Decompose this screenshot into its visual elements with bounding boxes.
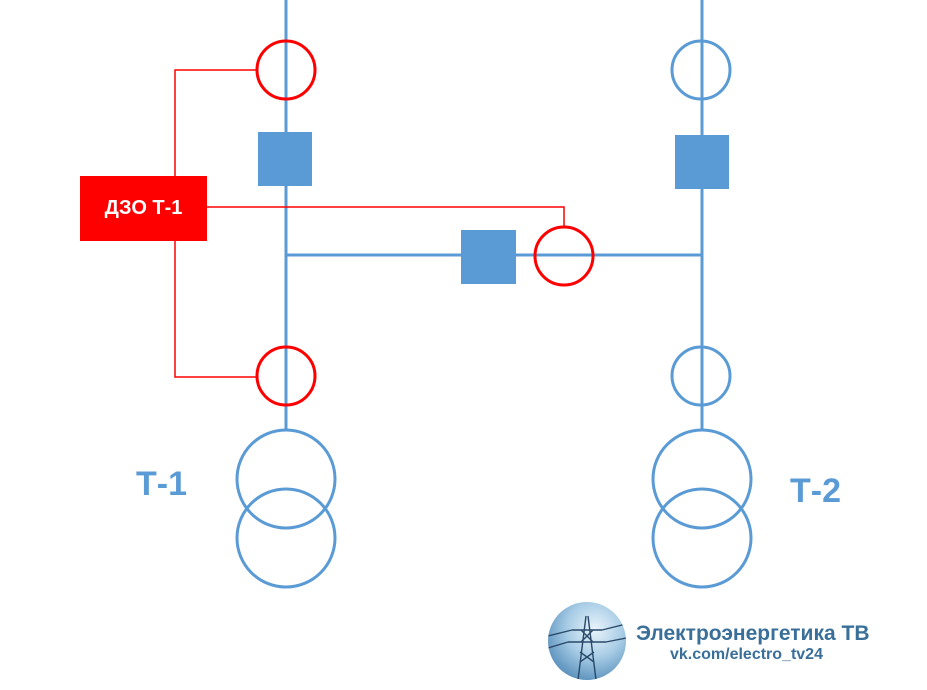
watermark-title: Электроэнергетика ТВ bbox=[636, 622, 870, 645]
current-transformer-t1-lower bbox=[255, 345, 317, 407]
transformer-label-t2: Т-2 bbox=[790, 472, 841, 510]
watermark-url[interactable]: vk.com/electro_tv24 bbox=[670, 646, 823, 663]
relay-label: ДЗО Т-1 bbox=[104, 197, 183, 219]
breaker-bus-tie bbox=[461, 230, 516, 284]
current-transformer-t1-upper bbox=[255, 39, 317, 101]
current-transformer-t2-lower bbox=[670, 345, 732, 407]
relay-wire-upper bbox=[174, 69, 256, 178]
breaker-t2 bbox=[675, 135, 729, 189]
transformer-t1-winding-1 bbox=[235, 428, 337, 530]
current-transformer-bus-tie bbox=[533, 225, 595, 287]
transformer-t2-winding-1 bbox=[651, 428, 753, 530]
breaker-t1 bbox=[258, 132, 312, 186]
current-transformer-t2-upper bbox=[670, 39, 732, 101]
transformer-label-t1: Т-1 bbox=[136, 465, 187, 503]
relay-wire-bus-tie bbox=[207, 206, 565, 226]
transformer-t2-winding-2 bbox=[651, 487, 753, 589]
relay-wire-lower bbox=[174, 240, 256, 378]
power-tower-logo-icon bbox=[548, 602, 626, 680]
relay-dzo-t1: ДЗО Т-1 bbox=[80, 176, 207, 241]
transformer-t1-winding-2 bbox=[235, 487, 337, 589]
